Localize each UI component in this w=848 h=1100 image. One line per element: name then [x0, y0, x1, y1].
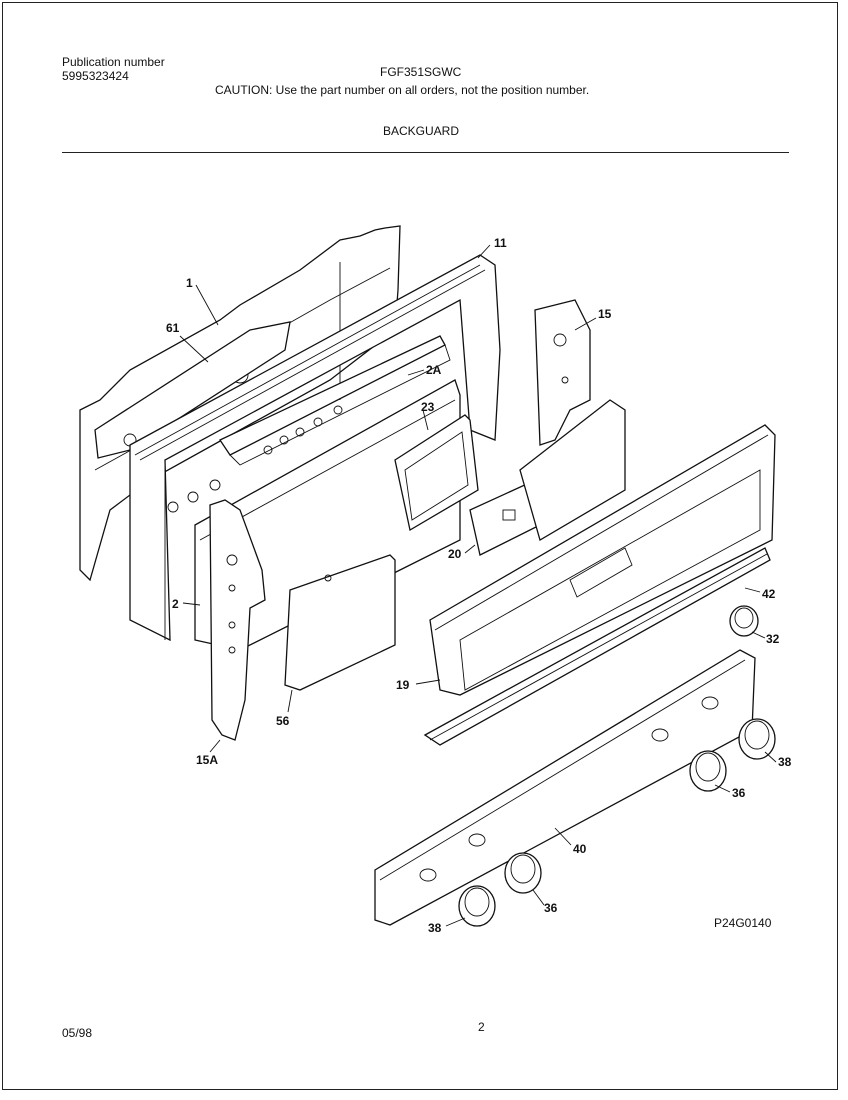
- label-part-56: 56: [276, 714, 290, 728]
- page-number: 2: [478, 1020, 485, 1034]
- knob-38-left: [458, 885, 496, 927]
- part-right-side-bracket: [534, 299, 591, 446]
- label-part-38-right: 38: [778, 755, 792, 769]
- label-part-23: 23: [421, 400, 435, 414]
- label-part-1: 1: [186, 276, 193, 290]
- part-shield: [284, 554, 396, 691]
- label-part-38-left: 38: [428, 921, 442, 935]
- label-part-15: 15: [598, 307, 612, 321]
- label-part-15a: 15A: [196, 753, 218, 767]
- knob-32: [729, 605, 759, 637]
- label-part-2a: 2A: [426, 363, 442, 377]
- label-part-32: 32: [766, 632, 780, 646]
- label-part-42: 42: [762, 587, 776, 601]
- publication-label: Publication number: [62, 55, 165, 69]
- part-clock-housing: [394, 414, 479, 532]
- model-number: FGF351SGWC: [380, 65, 462, 79]
- label-part-20: 20: [448, 547, 462, 561]
- label-part-2: 2: [172, 597, 179, 611]
- label-part-61: 61: [166, 321, 180, 335]
- footer-date: 05/98: [62, 1026, 93, 1040]
- diagram-code: P24G0140: [714, 916, 772, 930]
- part-left-side-bracket: [209, 499, 266, 741]
- label-part-19: 19: [396, 678, 410, 692]
- label-part-36-left: 36: [544, 901, 558, 915]
- knob-36-right: [689, 750, 727, 792]
- label-part-11: 11: [494, 236, 507, 250]
- part-trim-strip: [423, 547, 771, 746]
- knob-36-left: [504, 852, 542, 894]
- caution-text: CAUTION: Use the part number on all orde…: [215, 83, 590, 97]
- knob-38-right: [738, 718, 776, 760]
- part-channel: [219, 335, 451, 466]
- part-control-frame: [519, 399, 626, 541]
- section-title: BACKGUARD: [383, 124, 460, 138]
- part-console: [429, 424, 776, 696]
- label-part-40: 40: [573, 842, 587, 856]
- header-rule: [62, 152, 789, 153]
- label-part-36-right: 36: [732, 786, 746, 800]
- publication-number: 5995323424: [62, 69, 129, 83]
- page-border: [2, 2, 838, 1090]
- leader-lines: [179, 244, 777, 927]
